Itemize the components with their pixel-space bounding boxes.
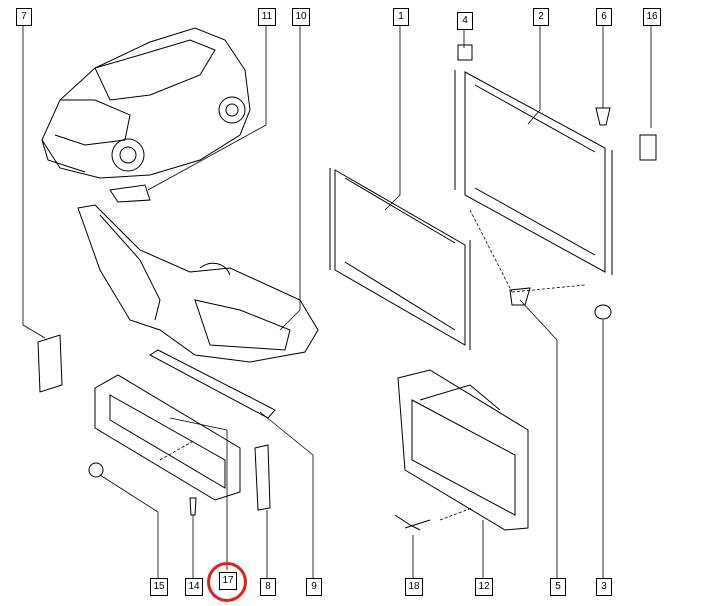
- callout-11: 11: [258, 8, 276, 26]
- leader-lines: [22, 24, 652, 580]
- callout-14: 14: [185, 578, 203, 596]
- small-parts: [37, 334, 431, 529]
- callout-9: 9: [306, 578, 322, 596]
- callout-10: 10: [292, 8, 310, 26]
- callout-17: 17: [219, 572, 237, 590]
- callout-6: 6: [596, 8, 612, 26]
- fan-shroud: [394, 369, 529, 531]
- vehicle-illustration: [41, 27, 251, 203]
- callout-8: 8: [260, 578, 276, 596]
- callout-7: 7: [16, 8, 32, 26]
- callout-4: 4: [457, 12, 473, 30]
- air-guide-duct: [77, 204, 319, 363]
- callout-12: 12: [475, 578, 493, 596]
- callout-18: 18: [405, 578, 423, 596]
- lower-air-deflector: [94, 349, 276, 501]
- callout-1: 1: [393, 8, 409, 26]
- callout-15: 15: [150, 578, 168, 596]
- callout-16: 16: [643, 8, 661, 26]
- callout-5: 5: [550, 578, 566, 596]
- callout-2: 2: [533, 8, 549, 26]
- radiator: [454, 44, 657, 320]
- condenser: [329, 168, 471, 350]
- callout-3: 3: [596, 578, 612, 596]
